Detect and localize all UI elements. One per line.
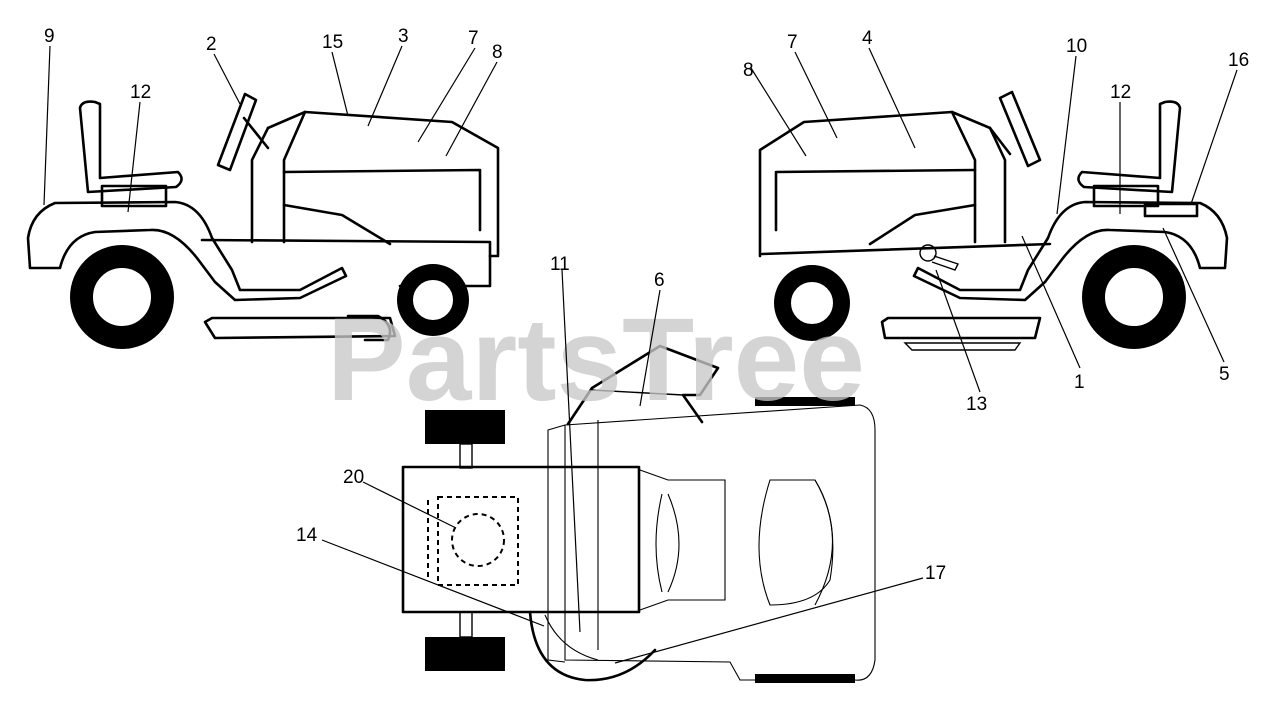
callout-labels: 9 12 2 15 3 7 8 8 7 4 10 12 16 5 1 13 6 … bbox=[44, 26, 1249, 584]
callout-1: 1 bbox=[1074, 372, 1085, 393]
callout-9: 9 bbox=[44, 26, 55, 47]
callout-4: 4 bbox=[862, 28, 873, 49]
callout-3: 3 bbox=[398, 26, 409, 47]
callout-15: 15 bbox=[322, 32, 343, 53]
callout-13: 13 bbox=[966, 394, 987, 415]
callout-5: 5 bbox=[1219, 364, 1230, 385]
callout-11: 11 bbox=[550, 254, 570, 275]
leader-lines bbox=[43, 45, 1238, 664]
callout-2: 2 bbox=[206, 34, 217, 55]
callout-14: 14 bbox=[296, 525, 318, 546]
watermark-text: PartsTree bbox=[327, 294, 865, 426]
mower-right-view bbox=[758, 90, 1229, 351]
callout-17: 17 bbox=[925, 563, 946, 584]
callout-7-right: 7 bbox=[787, 32, 798, 53]
callout-7-left: 7 bbox=[468, 28, 479, 49]
mower-left-view bbox=[26, 92, 500, 349]
callout-6: 6 bbox=[654, 270, 665, 291]
callout-8-right: 8 bbox=[743, 60, 754, 81]
callout-12-right: 12 bbox=[1110, 82, 1131, 103]
callout-16: 16 bbox=[1228, 50, 1249, 71]
callout-8-left: 8 bbox=[492, 42, 503, 63]
callout-12-left: 12 bbox=[130, 82, 151, 103]
callout-20: 20 bbox=[343, 467, 364, 488]
callout-10: 10 bbox=[1066, 36, 1087, 57]
mower-top-view bbox=[401, 344, 876, 683]
